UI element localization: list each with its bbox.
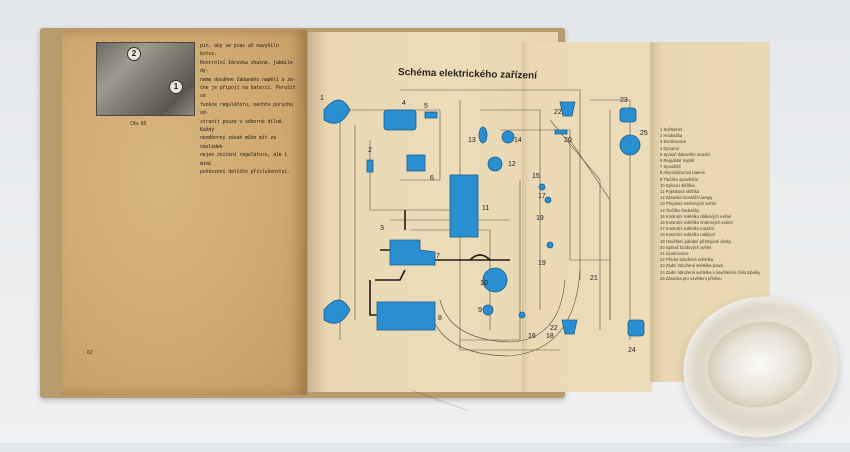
component-label: 12 (508, 161, 516, 168)
brake-switch (554, 129, 568, 135)
legend-item: 2 Houkačka (660, 133, 683, 139)
left-page-text: pin, aby se pias až navyšilo kotce.Kontr… (200, 42, 298, 177)
legend-item: 4 Dynamo (660, 145, 680, 151)
lamp-socket (487, 156, 503, 172)
component-label: 2 (368, 147, 372, 154)
legend-item: 18 Kontrolní světélko nabíjení (660, 232, 716, 238)
legend-item: 23 Zadní sdružená světélka pravá (660, 263, 724, 269)
component-label: 16 (528, 333, 536, 340)
component-label: 3 (380, 225, 384, 232)
photo-label: 2 (127, 47, 141, 61)
legend-item: 24 Zadní sdružená světélka s osvětlením … (660, 269, 761, 275)
rear-light-right (619, 107, 637, 123)
component-label: 24 (628, 347, 636, 354)
starter (389, 239, 436, 266)
legend-item: 9 Tlačítko spouštěče (660, 176, 699, 182)
component-label: 21 (590, 275, 598, 282)
component-label: 8 (438, 315, 442, 322)
engine-photo: 2 1 (96, 42, 195, 116)
component-label: 11 (482, 205, 489, 212)
rear-light-plate (627, 319, 645, 337)
text-line: neodborný zásah může mít za následek (200, 135, 276, 150)
legend-item: 20 Spínač brzdových světel (660, 244, 712, 250)
photo-label: 1 (169, 80, 183, 94)
component-label: 6 (430, 175, 434, 182)
component-label: 20 (564, 137, 572, 144)
voltage-regulator (406, 154, 426, 172)
starter-button (482, 304, 494, 316)
component-label: 22 (554, 109, 562, 116)
trailer-socket (619, 134, 641, 156)
right-page (308, 32, 558, 392)
component-label: 1 (320, 95, 324, 102)
legend-item: 15 Kontrolní světélko dálkových světel (660, 213, 731, 219)
legend-item: 14 Tlačítko houkačky (660, 207, 700, 213)
legend-item: 16 Kontrolní světélko směrových světel (660, 220, 733, 226)
legend-item: 22 Přední sdružená světélka (660, 257, 714, 263)
warning-light (546, 241, 554, 249)
text-line: namo dosáhne žádaného napětí a za- (200, 76, 296, 83)
legend-item: 3 Svorkovnice (660, 139, 687, 145)
battery (376, 301, 436, 331)
component-label: 13 (468, 137, 476, 144)
component-label: 18 (546, 333, 554, 340)
text-line: nejen zničení regulátoru, ale i mimí (200, 152, 288, 167)
pressure-switch (424, 111, 438, 119)
legend-item: 10 Spínací skříňka (660, 182, 695, 188)
page-number: 62 (87, 350, 93, 356)
component-label: 7 (436, 253, 440, 260)
component-label: 19 (536, 215, 544, 222)
horn (366, 159, 374, 173)
legend-item: 13 Přepínač směrových světel (660, 201, 717, 207)
dynamo (383, 109, 417, 131)
legend-item: 12 Zásuvka montážní lampy (660, 195, 713, 201)
figure-caption: Obr. 86 (130, 121, 147, 127)
component-label: 17 (538, 193, 546, 200)
legend-item: 6 Regulátor napětí (660, 158, 695, 164)
legend-item: 25 Zásuvka pro osvětlení přívěsu (660, 275, 722, 281)
component-label: 9 (478, 307, 482, 314)
component-label: 22 (550, 325, 558, 332)
legend-item: 17 Kontrolní světélko mazání (660, 226, 715, 232)
horn-button (501, 130, 515, 144)
text-line: poškození dalšího příslušenství. (200, 169, 290, 176)
text-line: funkce regulátoru, nechte poruchu od- (200, 101, 293, 117)
warning-light (518, 311, 526, 319)
component-label: 5 (424, 103, 428, 110)
text-line: pin, aby se pias až navyšilo kotce. (200, 43, 279, 58)
legend-item: 7 Spouštěč (660, 164, 681, 170)
legend-item: 19 Osvětlení palubní přístrojové desky (660, 238, 732, 244)
component-label: 25 (640, 130, 648, 137)
component-label: 19 (538, 260, 546, 267)
text-line: čne je připojí na baterii. Porušit se (200, 85, 296, 100)
indicator-switch (478, 126, 488, 144)
fuse-box (449, 174, 479, 238)
legend-item: 5 Spínač tlakového mazání (660, 151, 711, 157)
ignition-switch (482, 267, 508, 293)
front-combined-light (561, 319, 578, 335)
warning-light (544, 196, 552, 204)
legend-item: 11 Pojistková skříňka (660, 189, 700, 195)
component-label: 14 (514, 137, 522, 144)
text-line: stranit pouze v odborné dílně. Každý (200, 118, 285, 134)
headlight-front-left (323, 99, 351, 124)
text-line: Kontrolní žárovka zhasne, jakmile dy- (200, 59, 293, 75)
component-label: 15 (532, 173, 540, 180)
front-combined-light (559, 101, 576, 117)
legend-item: 21 Svorkovnice (660, 251, 689, 257)
warning-light (538, 183, 546, 191)
component-label: 23 (620, 97, 628, 104)
component-label: 10 (480, 280, 488, 287)
glass-glitter-core (699, 312, 821, 418)
headlight-rear-left (323, 299, 351, 324)
legend-item: 1 Světlomet (660, 127, 683, 132)
component-label: 4 (402, 100, 406, 107)
legend-item: 8 Akumulátorová baterie (660, 170, 706, 176)
